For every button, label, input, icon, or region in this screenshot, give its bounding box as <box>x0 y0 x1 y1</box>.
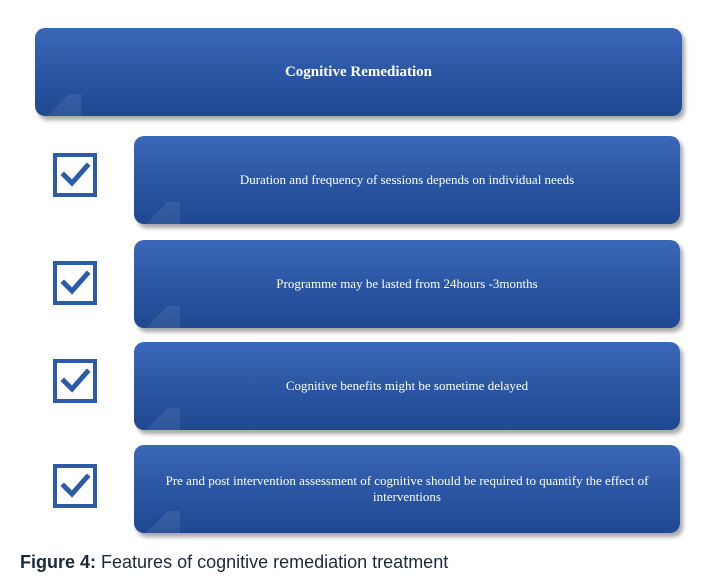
checkbox-check-icon <box>53 464 97 508</box>
title-box: Cognitive Remediation <box>35 28 682 116</box>
feature-box-3: Cognitive benefits might be sometime del… <box>134 342 680 430</box>
figure-caption: Figure 4: Features of cognitive remediat… <box>20 552 448 573</box>
feature-box-2: Programme may be lasted from 24hours -3m… <box>134 240 680 328</box>
feature-text-3: Cognitive benefits might be sometime del… <box>285 377 529 393</box>
feature-box-1: Duration and frequency of sessions depen… <box>134 136 680 224</box>
feature-box-4: Pre and post intervention assessment of … <box>134 445 680 533</box>
checkbox-check-icon <box>53 153 97 197</box>
checkbox-check-icon <box>53 359 97 403</box>
feature-text-1: Duration and frequency of sessions depen… <box>239 171 575 187</box>
figure-caption-text: Features of cognitive remediation treatm… <box>101 552 449 572</box>
feature-text-4: Pre and post intervention assessment of … <box>165 472 649 504</box>
figure-label: Figure 4: <box>20 552 97 572</box>
checkbox-check-icon <box>53 261 97 305</box>
diagram-title: Cognitive Remediation <box>284 63 433 80</box>
feature-text-2: Programme may be lasted from 24hours -3m… <box>276 275 538 291</box>
